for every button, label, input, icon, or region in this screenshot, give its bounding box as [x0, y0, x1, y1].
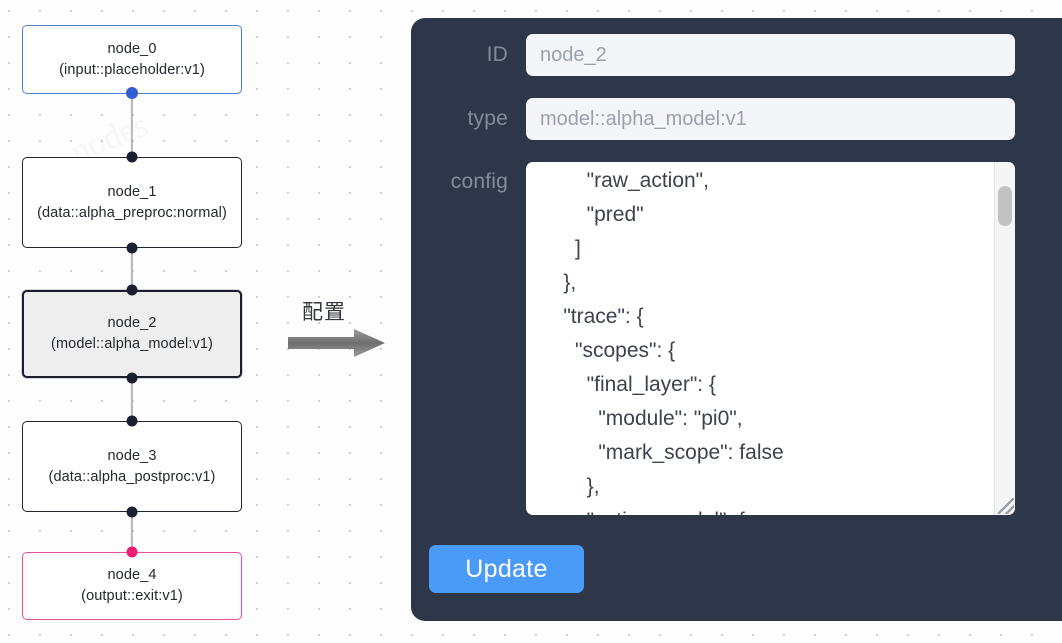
field-row-type: type [411, 98, 1062, 140]
node_3-output-port[interactable] [126, 506, 138, 518]
config-textarea[interactable]: "raw_action", "pred" ] }, "trace": { "sc… [526, 162, 1015, 515]
graph-node-node_0[interactable]: node_0(input::placeholder:v1) [22, 25, 242, 94]
edge-node0-node1 [130, 93, 134, 157]
config-label: config [450, 170, 508, 193]
node_2-output-port[interactable] [126, 372, 138, 384]
node-config-panel: ID type config "raw_action", "pred" ] },… [411, 18, 1062, 621]
edge-node1-node2 [130, 248, 134, 290]
graph-node-label: node_2(model::alpha_model:v1) [51, 315, 213, 352]
type-label: type [467, 107, 508, 130]
field-row-config: config "raw_action", "pred" ] }, "trace"… [411, 162, 1062, 515]
node_4-input-port[interactable] [126, 546, 138, 558]
graph-node-node_1[interactable]: node_1(data::alpha_preproc:normal) [22, 157, 242, 248]
update-button[interactable]: Update [429, 545, 584, 593]
graph-node-node_2[interactable]: node_2(model::alpha_model:v1) [22, 290, 242, 378]
graph-node-label: node_0(input::placeholder:v1) [59, 40, 205, 78]
config-scrollbar-thumb[interactable] [998, 186, 1012, 226]
edge-node3-node4 [130, 512, 134, 552]
node_0-output-port[interactable] [126, 87, 138, 99]
type-input[interactable] [526, 98, 1015, 140]
node_3-input-port[interactable] [126, 415, 138, 427]
graph-node-label: node_1(data::alpha_preproc:normal) [37, 183, 227, 221]
node_1-output-port[interactable] [126, 242, 138, 254]
graph-node-node_4[interactable]: node_4(output::exit:v1) [22, 552, 242, 620]
field-row-id: ID [411, 34, 1062, 76]
id-label: ID [486, 43, 508, 66]
resize-handle-icon[interactable] [998, 498, 1014, 514]
graph-node-node_3[interactable]: node_3(data::alpha_postproc:v1) [22, 421, 242, 512]
annotation-arrow-group: 配置 [288, 296, 398, 358]
graph-node-label: node_4(output::exit:v1) [81, 567, 183, 604]
graph-node-label: node_3(data::alpha_postproc:v1) [48, 447, 216, 485]
right-arrow-icon [288, 329, 385, 357]
annotation-caption: 配置 [302, 300, 346, 324]
edge-node2-node3 [130, 378, 134, 421]
node_2-input-port[interactable] [126, 284, 138, 296]
config-textarea-wrapper: "raw_action", "pred" ] }, "trace": { "sc… [526, 162, 1015, 515]
config-scrollbar[interactable] [994, 162, 1015, 515]
node_1-input-port[interactable] [126, 151, 138, 163]
id-input[interactable] [526, 34, 1015, 76]
